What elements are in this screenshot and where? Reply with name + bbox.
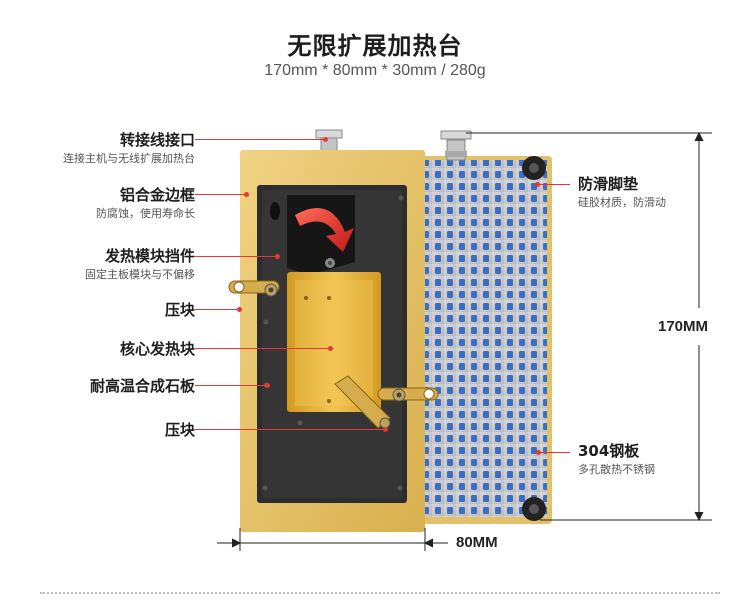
leader-feet — [537, 184, 570, 185]
leader-frame — [195, 194, 247, 195]
label-main: 压块 — [164, 301, 195, 319]
label-main: 转接线接口 — [119, 131, 195, 149]
leader-dot — [237, 307, 242, 312]
height-dimension — [466, 131, 712, 522]
width-dimension — [217, 528, 448, 551]
leader-stone — [195, 385, 267, 386]
label-clamp-bottom: 压块 — [165, 419, 195, 440]
clamp-bottom — [334, 375, 439, 429]
bottom-divider — [40, 592, 720, 594]
label-stopper: 发热模块挡件 固定主板模块与不偏移 — [85, 245, 195, 282]
label-clamp-top: 压块 — [165, 299, 195, 320]
heater-block — [287, 272, 381, 412]
label-main: 防滑脚垫 — [578, 175, 639, 193]
height-label: 170MM — [658, 318, 709, 335]
leader-dot — [383, 427, 388, 432]
label-main: 铝合金边框 — [119, 186, 195, 204]
label-sub: 多孔散热不锈钢 — [578, 463, 655, 476]
leader-dot — [535, 182, 540, 187]
leader-heater — [195, 348, 330, 349]
page-subtitle: 170mm * 80mm * 30mm / 280g — [264, 62, 486, 79]
leader-dot — [323, 137, 328, 142]
connector-right — [440, 130, 472, 161]
label-feet: 防滑脚垫 硅胶材质，防滑动 — [578, 173, 666, 210]
leader-dot — [328, 346, 333, 351]
leader-clamp-bottom — [195, 429, 385, 430]
label-heater: 核心发热块 — [120, 338, 195, 359]
page-title: 无限扩展加热台 — [287, 32, 463, 60]
rotate-arrow — [295, 207, 354, 252]
leader-dot — [536, 450, 541, 455]
label-sub: 连接主机与无线扩展加热台 — [63, 152, 195, 165]
label-sub: 固定主板模块与不偏移 — [85, 268, 195, 281]
label-steel: 304钢板 多孔散热不锈钢 — [578, 440, 655, 477]
leader-dot — [265, 383, 270, 388]
leader-clamp-top — [195, 309, 239, 310]
leader-dot — [244, 192, 249, 197]
leader-connector — [195, 139, 325, 140]
label-main: 304钢板 — [578, 442, 640, 460]
label-main: 核心发热块 — [119, 340, 195, 358]
label-sub: 硅胶材质，防滑动 — [578, 196, 666, 209]
clamp-top — [228, 280, 280, 297]
label-frame: 铝合金边框 防腐蚀，使用寿命长 — [96, 184, 195, 221]
label-main: 耐高温合成石板 — [89, 377, 195, 395]
label-connector: 转接线接口 连接主机与无线扩展加热台 — [63, 129, 195, 166]
steel-plate — [412, 156, 552, 524]
label-main: 压块 — [164, 421, 195, 439]
leader-dot — [275, 254, 280, 259]
width-label: 80MM — [456, 534, 498, 551]
leader-steel — [538, 452, 570, 453]
label-sub: 防腐蚀，使用寿命长 — [96, 207, 195, 220]
label-main: 发热模块挡件 — [104, 247, 195, 265]
label-stone: 耐高温合成石板 — [90, 375, 195, 396]
leader-stopper — [195, 256, 277, 257]
